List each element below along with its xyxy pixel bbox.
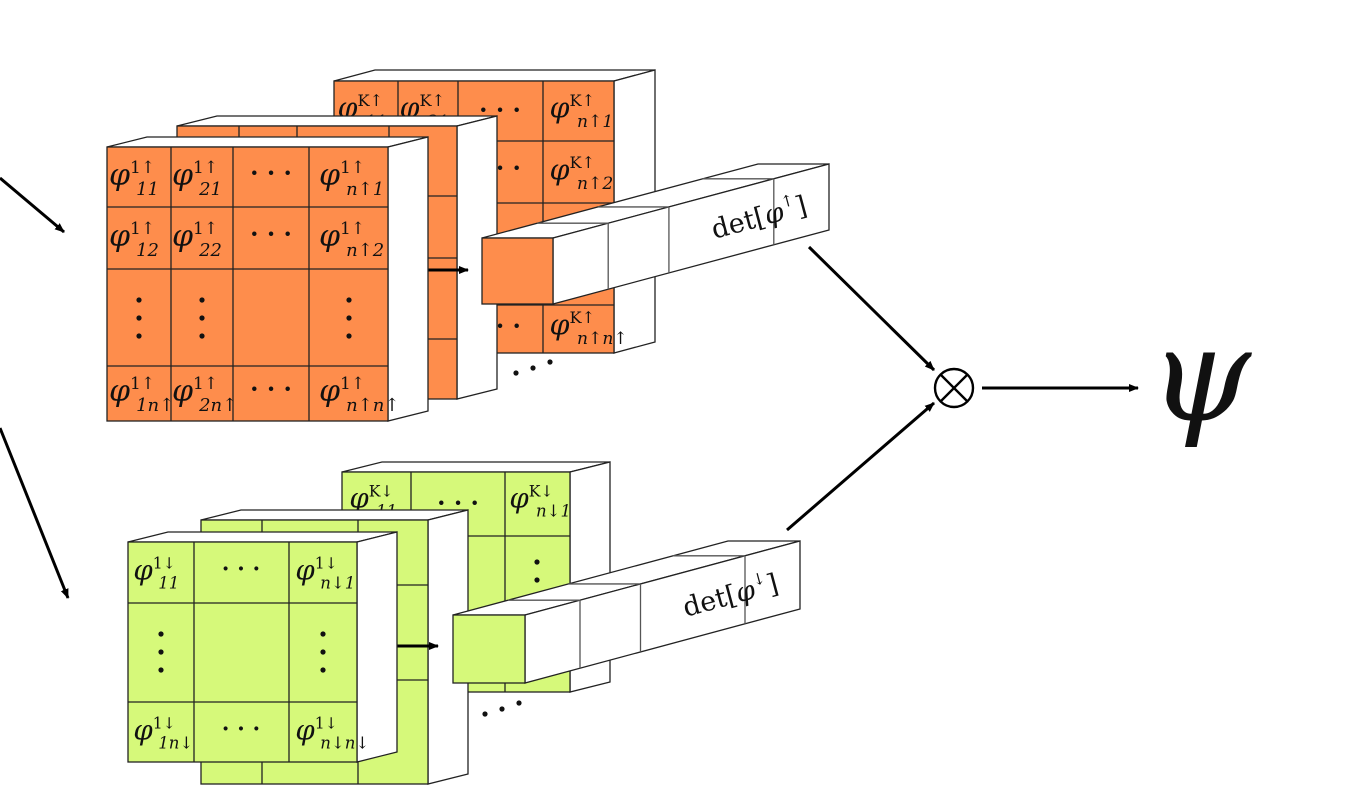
ellipsis-vertical — [158, 631, 164, 673]
slab-top-face — [341, 461, 611, 473]
ellipsis-horizontal: · · · — [222, 716, 260, 742]
spin-down-matrix-1: φ1↓11 · · · φ1↓n↓1 φ1↓1n↓ · · · φ1↓n↓n↓ — [127, 531, 398, 763]
ellipsis-horizontal: · · · — [250, 219, 292, 248]
ellipsis-vertical — [346, 297, 352, 339]
matrix-element: φ1↓11 — [133, 553, 179, 592]
matrix-element: φK↑n↑2 — [550, 153, 614, 194]
ellipsis-vertical — [320, 631, 326, 673]
input-arrow-up — [0, 176, 65, 234]
ellipsis-horizontal: · · · — [250, 374, 292, 403]
ellipsis-vertical — [136, 297, 142, 339]
matrix-element: φ1↑12 — [109, 219, 159, 261]
slab-front-face — [127, 541, 358, 763]
matrix-element: φ1↑11 — [109, 158, 159, 200]
matrix-element: φK↑n↑n↑ — [550, 308, 628, 349]
slab-side-face — [387, 136, 429, 422]
matrix-element: φ1↑1n↑ — [109, 374, 174, 416]
spin-down-more-determinants-dots — [482, 700, 522, 717]
ellipsis-vertical — [199, 297, 205, 339]
slab-top-face — [200, 509, 469, 521]
ellipsis-horizontal: · · · — [250, 158, 292, 187]
det-bar-front-face — [481, 237, 554, 305]
matrix-element: φ1↑22 — [172, 219, 222, 261]
spin-up-group: φK↑11φK↑21· · ·φK↑n↑1· · ·φK↑n↑2· · ·φK↑… — [106, 69, 830, 422]
tensor-product-icon — [933, 367, 975, 409]
spin-up-matrix-1: φ1↑11 φ1↑21 · · · φ1↑n↑1 φ1↑12 φ1↑22 · · · φ1↑n… — [106, 136, 429, 422]
matrix-element: φK↑n↑1 — [550, 91, 614, 132]
matrix-element: φ1↓n↓n↓ — [295, 713, 369, 752]
spin-down-determinant-bar: det[φ↓] — [452, 540, 801, 684]
matrix-element: φ1↑21 — [172, 158, 222, 200]
slab-top-face — [127, 531, 398, 543]
matrix-element: φ1↑n↑2 — [319, 219, 384, 261]
slab-top-face — [106, 136, 429, 148]
matrix-element: φ1↓1n↓ — [133, 713, 193, 752]
input-arrow-down — [0, 427, 70, 599]
down-to-product-arrow — [786, 401, 935, 532]
slab-top-face — [176, 115, 498, 127]
slab-top-face — [333, 69, 656, 82]
up-to-product-arrow — [807, 245, 936, 372]
spin-up-determinant-bar: det[φ↑] — [481, 163, 830, 305]
output-psi-label: ψ — [1149, 299, 1252, 451]
slab-front-face — [106, 146, 389, 422]
matrix-element: φ1↑n↑n↑ — [319, 374, 399, 416]
determinant-label: det[φ↓] — [679, 565, 782, 623]
ellipsis-horizontal: · · · — [222, 556, 260, 582]
matrix-element: φK↓n↓1 — [509, 481, 571, 520]
matrix-element: φ1↑2n↑ — [172, 374, 237, 416]
slab-side-face — [356, 531, 398, 763]
spin-up-more-determinants-dots — [513, 359, 553, 376]
matrix-element: φ1↓n↓1 — [295, 553, 355, 592]
det-bar-front-face — [452, 614, 526, 684]
matrix-element: φ1↑n↑1 — [319, 158, 384, 200]
